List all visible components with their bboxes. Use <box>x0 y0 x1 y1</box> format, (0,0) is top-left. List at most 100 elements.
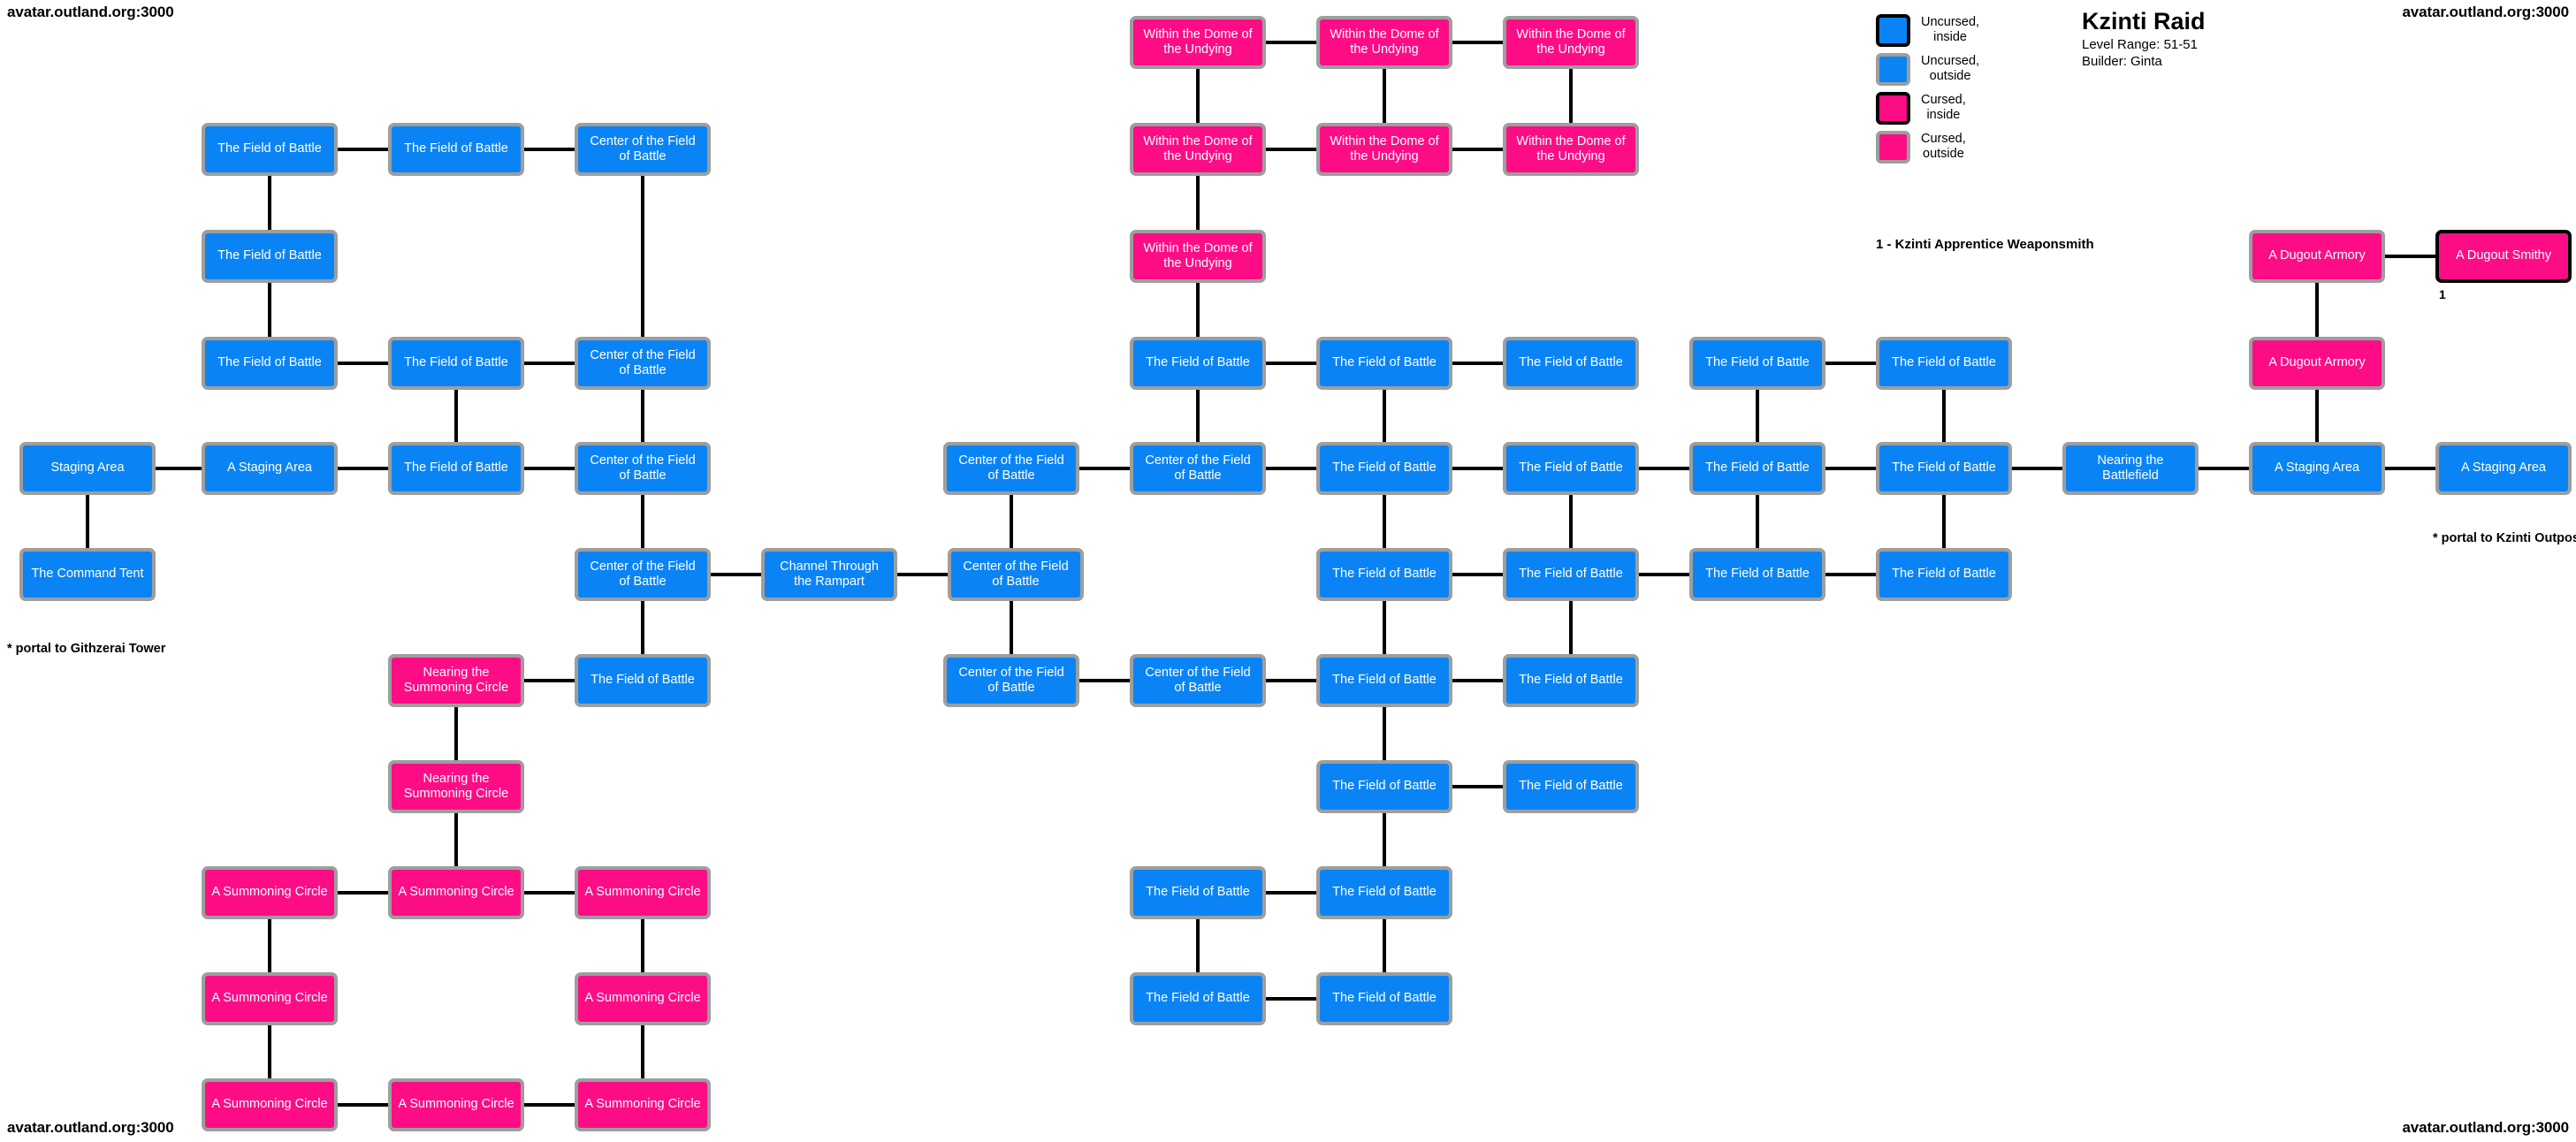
map-room-label: Center of the Field of Battle <box>958 453 1064 483</box>
map-room[interactable]: A Summoning Circle <box>388 866 524 919</box>
map-room[interactable]: Nearing the Battlefield <box>2062 442 2199 495</box>
map-room[interactable]: Center of the Field of Battle <box>575 442 711 495</box>
map-room[interactable]: The Field of Battle <box>388 123 524 176</box>
map-room-label: Center of the Field of Battle <box>590 453 696 483</box>
map-edge <box>1825 467 1876 470</box>
map-room[interactable]: A Dugout Armory <box>2249 337 2385 390</box>
map-room[interactable]: Center of the Field of Battle <box>948 548 1084 601</box>
map-room[interactable]: Nearing the Summoning Circle <box>388 760 524 813</box>
map-room-label: Center of the Field of Battle <box>1145 665 1251 695</box>
map-room[interactable]: A Summoning Circle <box>575 866 711 919</box>
map-room[interactable]: The Field of Battle <box>202 337 338 390</box>
map-room[interactable]: A Summoning Circle <box>388 1078 524 1131</box>
map-room[interactable]: The Command Tent <box>19 548 156 601</box>
map-room[interactable]: The Field of Battle <box>1316 442 1452 495</box>
map-room[interactable]: Within the Dome of the Undying <box>1130 230 1266 283</box>
map-room[interactable]: The Field of Battle <box>388 442 524 495</box>
map-room-label: The Field of Battle <box>1892 461 1996 476</box>
map-room[interactable]: Staging Area <box>19 442 156 495</box>
map-room[interactable]: A Staging Area <box>2435 442 2572 495</box>
map-room[interactable]: The Field of Battle <box>575 654 711 707</box>
map-edge <box>524 1103 575 1107</box>
map-room-label: A Summoning Circle <box>211 1097 328 1112</box>
map-edge <box>156 467 202 470</box>
map-room[interactable]: The Field of Battle <box>388 337 524 390</box>
map-room[interactable]: The Field of Battle <box>1503 337 1639 390</box>
map-edge <box>1452 467 1503 470</box>
map-room[interactable]: Center of the Field of Battle <box>1130 442 1266 495</box>
map-room[interactable]: The Field of Battle <box>1503 654 1639 707</box>
keynote-item: 1 - Kzinti Apprentice Weaponsmith <box>1876 237 2094 252</box>
map-room-label: The Field of Battle <box>1519 355 1623 370</box>
map-room[interactable]: Within the Dome of the Undying <box>1503 16 1639 69</box>
map-room[interactable]: Center of the Field of Battle <box>575 548 711 601</box>
map-edge <box>1452 573 1503 576</box>
map-room[interactable]: The Field of Battle <box>1503 760 1639 813</box>
map-room[interactable]: The Field of Battle <box>202 230 338 283</box>
map-room-label: The Field of Battle <box>1332 885 1437 900</box>
map-room[interactable]: Center of the Field of Battle <box>575 123 711 176</box>
map-edge <box>1266 148 1316 151</box>
map-room[interactable]: The Field of Battle <box>1316 548 1452 601</box>
map-room[interactable]: The Field of Battle <box>1689 442 1825 495</box>
map-edge <box>524 362 575 365</box>
map-room[interactable]: The Field of Battle <box>1689 337 1825 390</box>
map-room[interactable]: A Staging Area <box>2249 442 2385 495</box>
map-room-label: The Field of Battle <box>1332 567 1437 582</box>
map-room[interactable]: The Field of Battle <box>1130 972 1266 1025</box>
map-room[interactable]: The Field of Battle <box>1130 866 1266 919</box>
map-room[interactable]: A Dugout Smithy <box>2435 230 2572 283</box>
map-room[interactable]: Within the Dome of the Undying <box>1316 16 1452 69</box>
map-room[interactable]: The Field of Battle <box>1316 337 1452 390</box>
map-room-label: A Dugout Armory <box>2268 355 2366 370</box>
level-range: Level Range: 51-51 <box>2082 37 2198 53</box>
map-room[interactable]: The Field of Battle <box>1316 760 1452 813</box>
map-room[interactable]: A Summoning Circle <box>202 972 338 1025</box>
map-room[interactable]: Center of the Field of Battle <box>1130 654 1266 707</box>
legend-label: Uncursed, inside <box>1921 15 1980 44</box>
map-edge <box>1452 148 1503 151</box>
legend-row: Cursed, inside <box>1876 88 2088 127</box>
map-room-label: The Field of Battle <box>1332 779 1437 794</box>
map-edge <box>2315 283 2319 337</box>
map-room[interactable]: The Field of Battle <box>1503 442 1639 495</box>
map-room-label: Staging Area <box>50 461 125 476</box>
map-room[interactable]: The Field of Battle <box>1130 337 1266 390</box>
map-room[interactable]: The Field of Battle <box>1316 972 1452 1025</box>
map-edge <box>268 1025 271 1078</box>
map-room-label: A Dugout Armory <box>2268 248 2366 263</box>
map-room-label: The Field of Battle <box>404 461 508 476</box>
map-room[interactable]: The Field of Battle <box>1316 654 1452 707</box>
map-edge <box>1383 813 1386 866</box>
map-room[interactable]: The Field of Battle <box>1689 548 1825 601</box>
map-room[interactable]: A Dugout Armory <box>2249 230 2385 283</box>
map-room-label: The Field of Battle <box>1892 567 1996 582</box>
map-room[interactable]: A Summoning Circle <box>575 972 711 1025</box>
map-edge <box>338 362 388 365</box>
builder-name: Builder: Ginta <box>2082 54 2162 70</box>
map-room[interactable]: Center of the Field of Battle <box>575 337 711 390</box>
map-room[interactable]: Within the Dome of the Undying <box>1130 16 1266 69</box>
map-room[interactable]: Within the Dome of the Undying <box>1503 123 1639 176</box>
map-room[interactable]: A Summoning Circle <box>575 1078 711 1131</box>
map-edge <box>1196 176 1200 230</box>
map-room[interactable]: Center of the Field of Battle <box>943 654 1079 707</box>
map-room[interactable]: The Field of Battle <box>1876 337 2012 390</box>
map-room[interactable]: The Field of Battle <box>1876 548 2012 601</box>
map-edge <box>1383 69 1386 123</box>
map-room[interactable]: The Field of Battle <box>1876 442 2012 495</box>
map-room[interactable]: Nearing the Summoning Circle <box>388 654 524 707</box>
map-room[interactable]: Within the Dome of the Undying <box>1130 123 1266 176</box>
map-room[interactable]: A Summoning Circle <box>202 1078 338 1131</box>
map-room[interactable]: A Summoning Circle <box>202 866 338 919</box>
map-room[interactable]: Center of the Field of Battle <box>943 442 1079 495</box>
map-room[interactable]: Within the Dome of the Undying <box>1316 123 1452 176</box>
map-room[interactable]: A Staging Area <box>202 442 338 495</box>
map-room-label: The Field of Battle <box>1705 567 1810 582</box>
map-room[interactable]: The Field of Battle <box>1316 866 1452 919</box>
map-room[interactable]: Channel Through the Rampart <box>761 548 897 601</box>
map-room[interactable]: The Field of Battle <box>1503 548 1639 601</box>
map-room[interactable]: The Field of Battle <box>202 123 338 176</box>
